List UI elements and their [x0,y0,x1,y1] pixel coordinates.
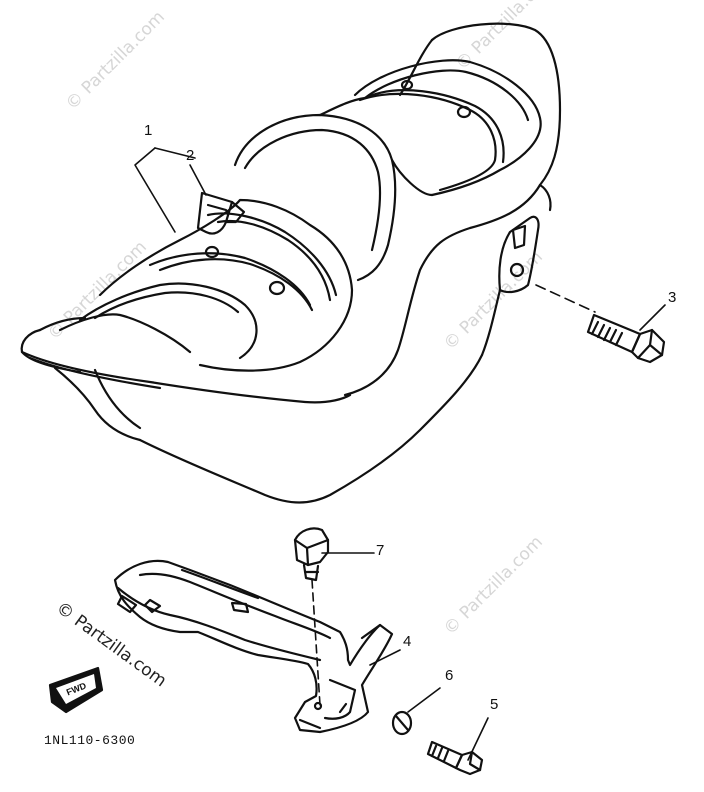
callout-3: 3 [668,289,677,306]
callout-1: 1 [144,122,153,139]
drawing-code: 1NL110-6300 [44,733,136,748]
callout-2: 2 [186,147,195,164]
washer-6 [391,710,413,736]
callout-5: 5 [490,696,499,713]
callout-7: 7 [376,542,385,559]
fwd-arrow-icon [48,666,104,714]
grommet-7 [293,527,330,582]
bracket-4 [113,559,394,734]
callout-6: 6 [445,667,454,684]
leader-lines [134,147,666,761]
strap-part [196,191,246,235]
bolt-3 [586,313,666,364]
callout-4: 4 [403,633,412,650]
bolt-5 [426,740,484,776]
seat-part [20,22,562,504]
